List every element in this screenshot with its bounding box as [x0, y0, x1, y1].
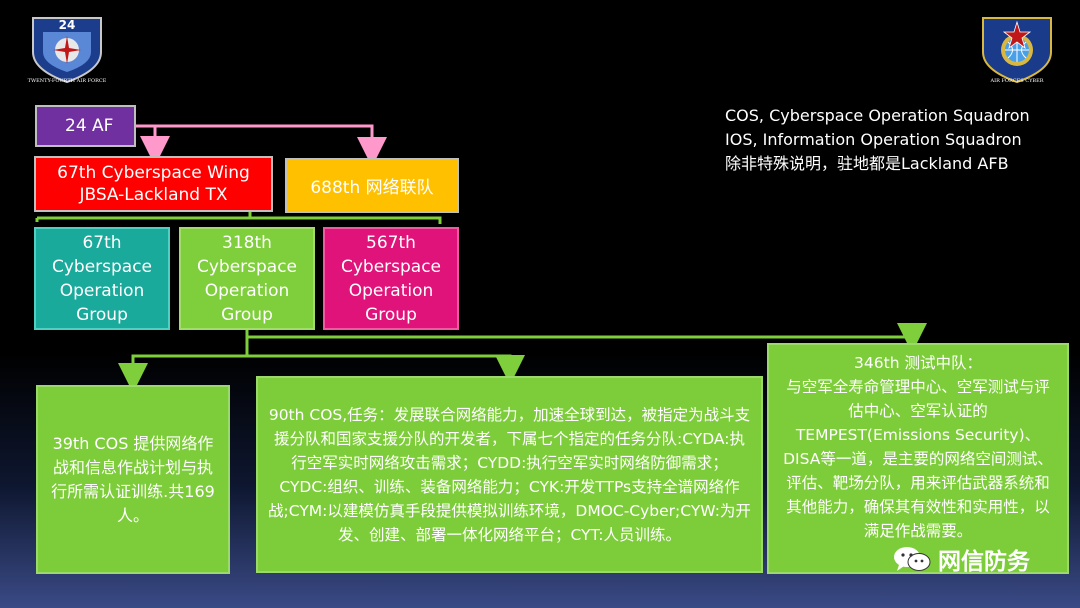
connector-318-to-346: [245, 323, 927, 353]
emblem-24af-number: 24: [59, 18, 76, 32]
node-24af: 24 AF: [35, 105, 136, 147]
connector-318-to-39: [118, 330, 249, 393]
group-line: Group: [76, 304, 128, 325]
group-line: Group: [221, 304, 273, 325]
group-line: 318th: [222, 232, 272, 253]
group-line: Cyberspace: [196, 256, 298, 277]
connector-24af-to-wing: [136, 124, 170, 166]
watermark: 网信防务: [892, 542, 1030, 576]
node-39th-cos: 39th COS 提供网络作战和信息作战计划与执行所需认证训练.共169人。: [36, 385, 230, 574]
node-67th-group: 67th Cyberspace Operation Group: [34, 227, 170, 330]
emblem-24af-icon: 24 TWENTY-FOURTH AIR FORCE: [28, 17, 107, 84]
node-67th-wing-line2: JBSA-Lackland TX: [79, 185, 228, 205]
watermark-text: 网信防务: [938, 549, 1030, 575]
node-39th-cos-text: 39th COS 提供网络作战和信息作战计划与执行所需认证训练.共169人。: [51, 433, 215, 525]
node-688th-wing: 688th 网络联队: [285, 158, 459, 213]
group-line: Operation: [204, 280, 290, 301]
node-346th-body: 与空军全寿命管理中心、空军测试与评估中心、空军认证的TEMPEST(Emissi…: [783, 378, 1053, 540]
node-346th-title: 346th 测试中队：: [854, 354, 982, 372]
legend-line: COS, Cyberspace Operation Squadron: [725, 106, 1030, 125]
connector-24af-to-688: [155, 124, 387, 167]
node-67th-wing-line1: 67th Cyberspace Wing: [57, 163, 250, 183]
group-line: Cyberspace: [51, 256, 153, 277]
group-line: Operation: [348, 280, 434, 301]
wechat-icon: [894, 547, 931, 571]
node-24af-label: 24 AF: [65, 116, 114, 136]
node-688th-label: 688th 网络联队: [310, 178, 434, 198]
connector-318-to-90: [247, 354, 525, 385]
node-90th-cos-text: 90th COS,任务：发展联合网络能力，加速全球到达，被指定为战斗支援分队和国…: [268, 405, 751, 544]
group-line: Cyberspace: [340, 256, 442, 277]
group-line: 67th: [82, 232, 122, 253]
emblem-24af-ring: TWENTY-FOURTH AIR FORCE: [28, 78, 107, 84]
group-line: 567th: [366, 232, 416, 253]
legend-line: 除非特殊说明，驻地都是Lackland AFB: [725, 154, 1009, 173]
emblem-af-cyber-ring: AIR FORCES CYBER: [990, 78, 1044, 84]
node-346th-test-squadron: 346th 测试中队： 与空军全寿命管理中心、空军测试与评估中心、空军认证的TE…: [767, 343, 1069, 574]
group-line: Operation: [59, 280, 145, 301]
node-90th-cos: 90th COS,任务：发展联合网络能力，加速全球到达，被指定为战斗支援分队和国…: [256, 376, 763, 573]
node-67th-wing: 67th Cyberspace Wing JBSA-Lackland TX: [34, 156, 273, 212]
group-line: Group: [365, 304, 417, 325]
node-318th-group: 318th Cyberspace Operation Group: [179, 227, 315, 330]
legend-line: IOS, Information Operation Squadron: [725, 130, 1022, 149]
node-567th-group: 567th Cyberspace Operation Group: [323, 227, 459, 330]
connector-wing-to-groups: [35, 216, 442, 224]
abbreviation-legend: COS, Cyberspace Operation Squadron IOS, …: [725, 104, 1030, 176]
emblem-af-cyber-icon: AIR FORCES CYBER: [982, 17, 1052, 84]
